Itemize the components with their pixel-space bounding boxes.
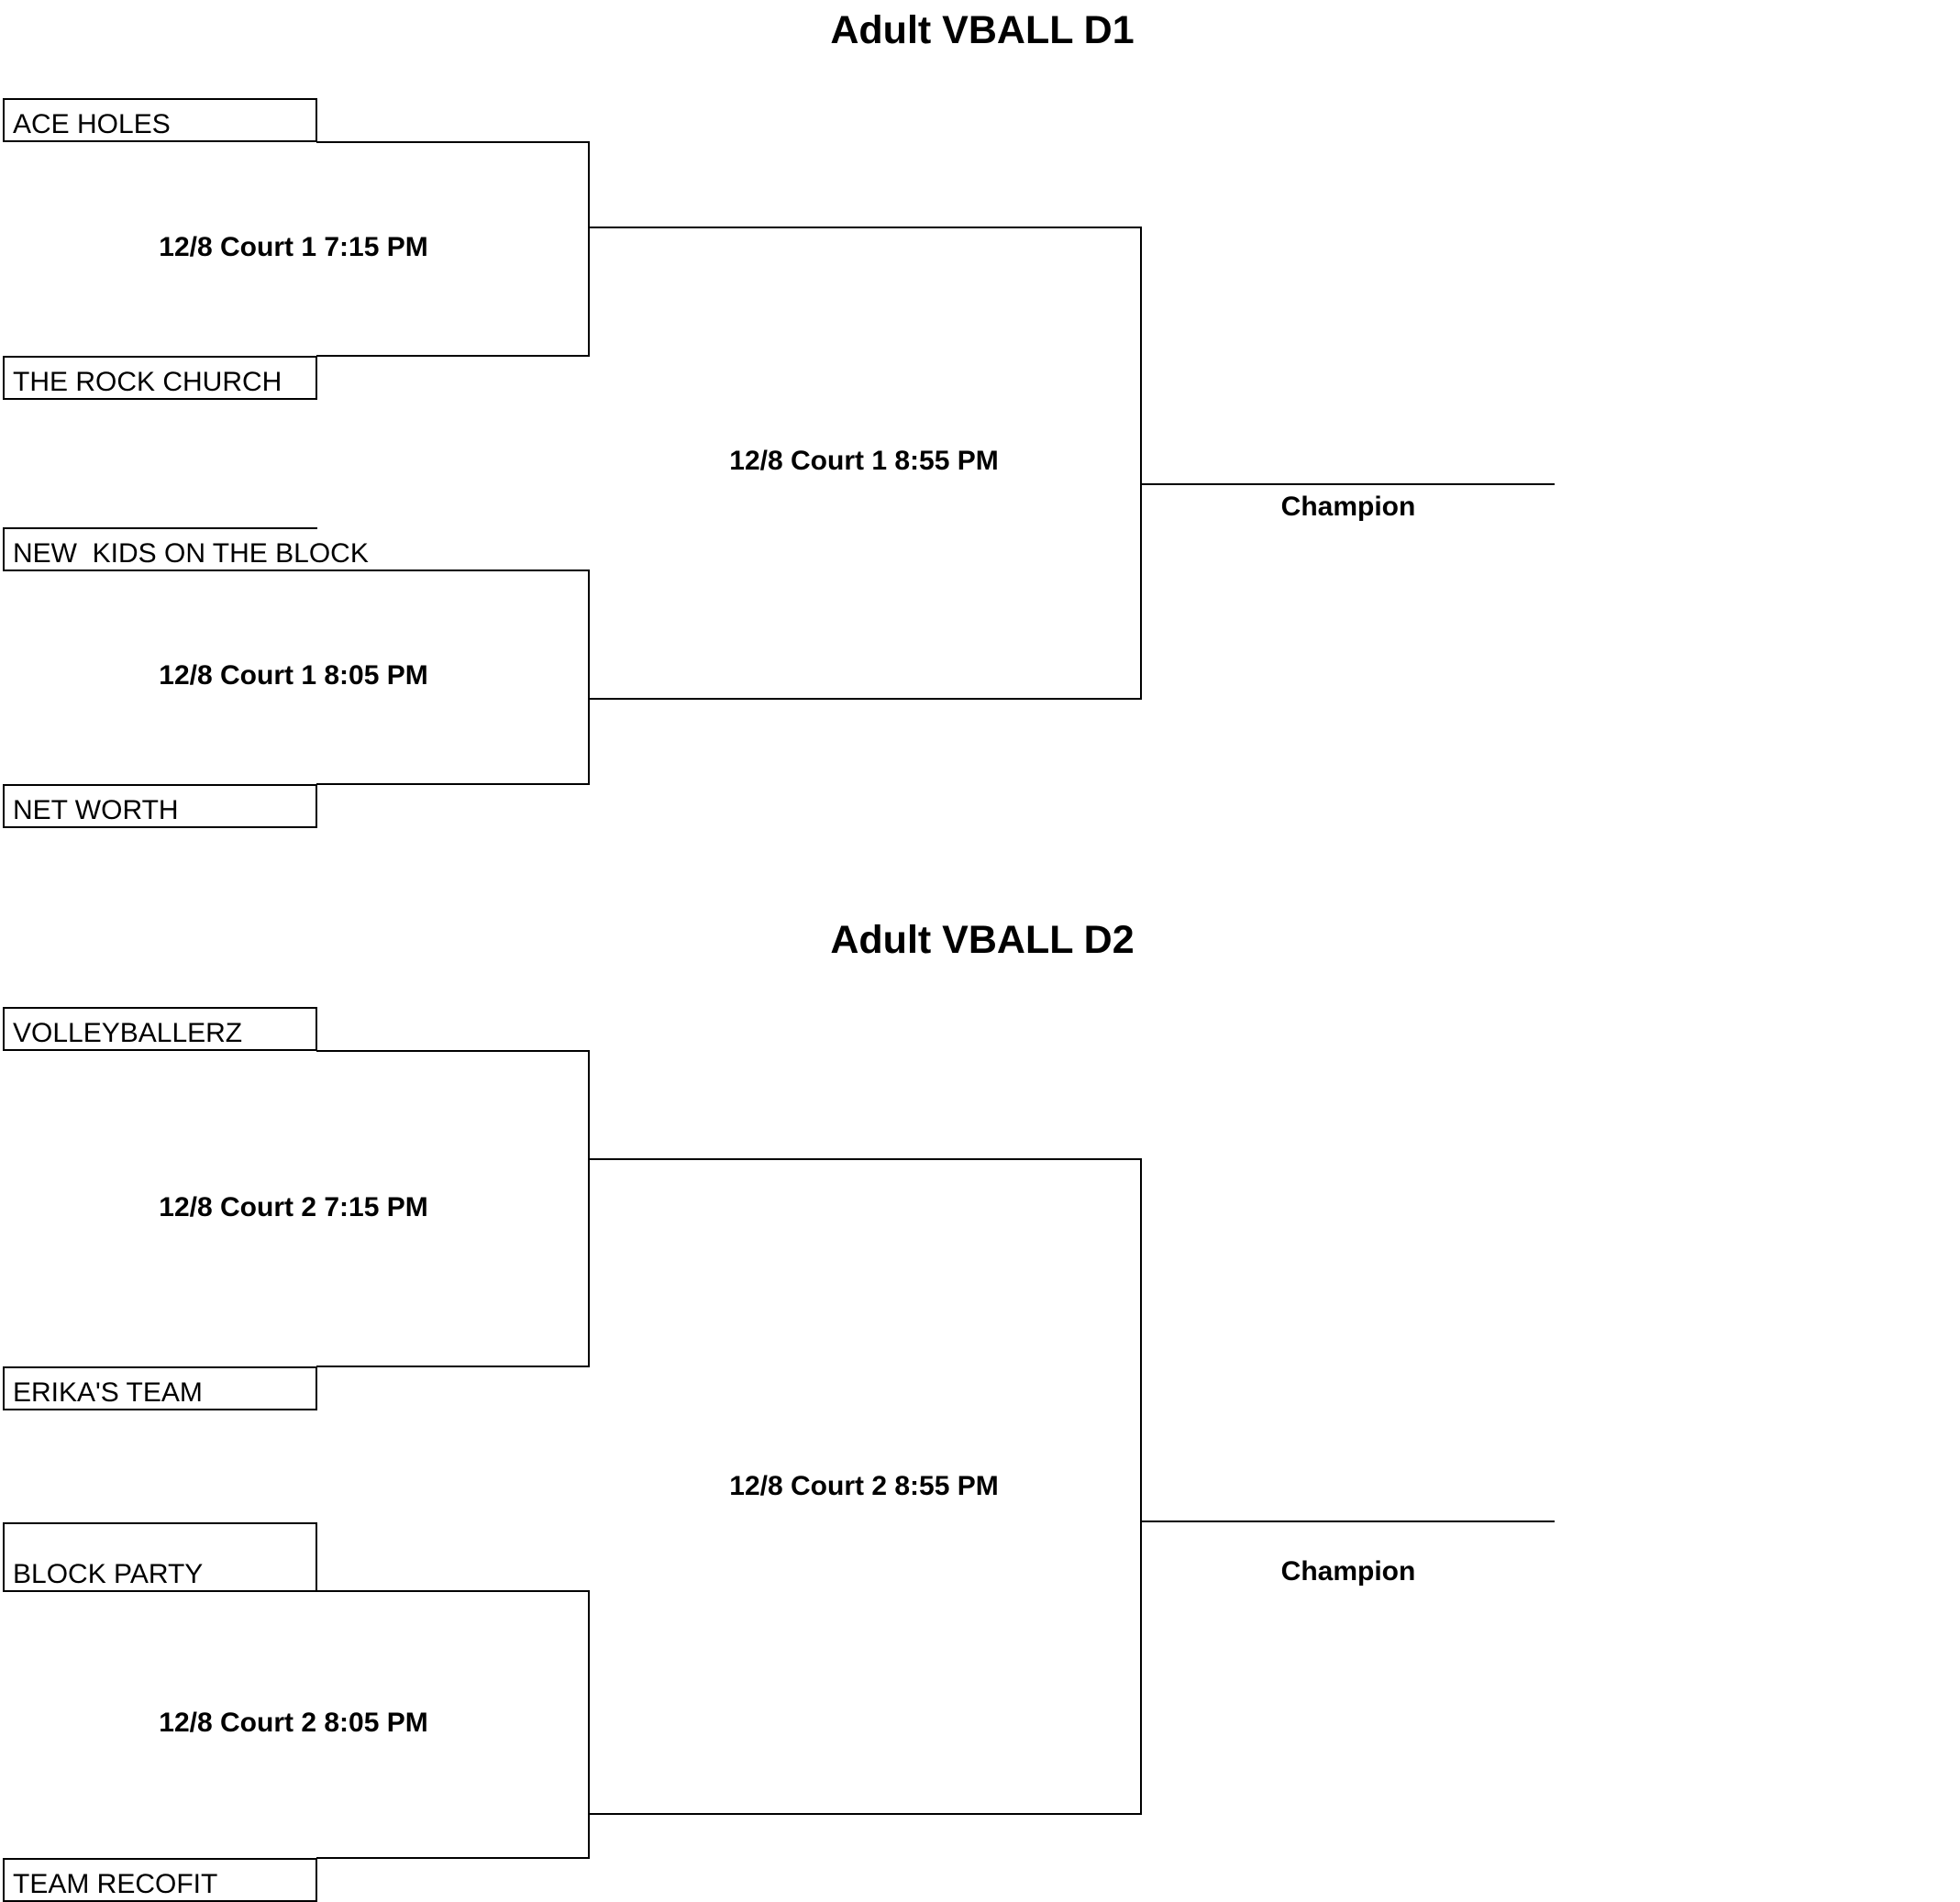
bracket-line (316, 355, 590, 357)
team-slot: THE ROCK CHURCH (3, 356, 317, 400)
champion-line (1140, 1520, 1555, 1522)
match-label: 12/8 Court 2 8:05 PM (159, 1708, 428, 1738)
team-slot: BLOCK PARTY (3, 1522, 317, 1592)
bracket-line (588, 1158, 1142, 1160)
team-slot: ACE HOLES (3, 98, 317, 142)
bracket-line (588, 1590, 590, 1859)
bracket-title: Adult VBALL D1 (830, 8, 1135, 52)
bracket-line (316, 783, 590, 785)
match-label: 12/8 Court 2 7:15 PM (159, 1192, 428, 1222)
bracket-line (316, 1590, 590, 1592)
match-label: 12/8 Court 1 8:55 PM (729, 446, 999, 476)
champion-line (1140, 483, 1555, 485)
bracket-line (588, 227, 1142, 228)
bracket-line (588, 698, 1142, 700)
bracket-line (588, 1050, 590, 1367)
match-label: 12/8 Court 1 8:05 PM (159, 660, 428, 691)
bracket-line (1140, 1158, 1142, 1815)
team-slot: TEAM RECOFIT (3, 1858, 317, 1902)
bracket-line (316, 1050, 590, 1052)
bracket-line (588, 141, 590, 357)
bracket-line (588, 1813, 1142, 1815)
champion-label: Champion (1280, 1556, 1416, 1587)
team-slot: NET WORTH (3, 784, 317, 828)
bracket-line (316, 141, 590, 143)
champion-label: Champion (1280, 492, 1416, 522)
team-slot: NEW KIDS ON THE BLOCK (3, 527, 369, 571)
team-slot: VOLLEYBALLERZ (3, 1007, 317, 1051)
bracket-line (316, 569, 590, 571)
bracket-line (588, 569, 590, 785)
bracket-line (1140, 227, 1142, 700)
bracket-line (316, 1366, 590, 1367)
team-slot: ERIKA'S TEAM (3, 1366, 317, 1410)
bracket-title: Adult VBALL D2 (830, 918, 1135, 962)
match-label: 12/8 Court 1 7:15 PM (159, 232, 428, 262)
bracket-line (316, 1857, 590, 1859)
match-label: 12/8 Court 2 8:55 PM (729, 1471, 999, 1501)
